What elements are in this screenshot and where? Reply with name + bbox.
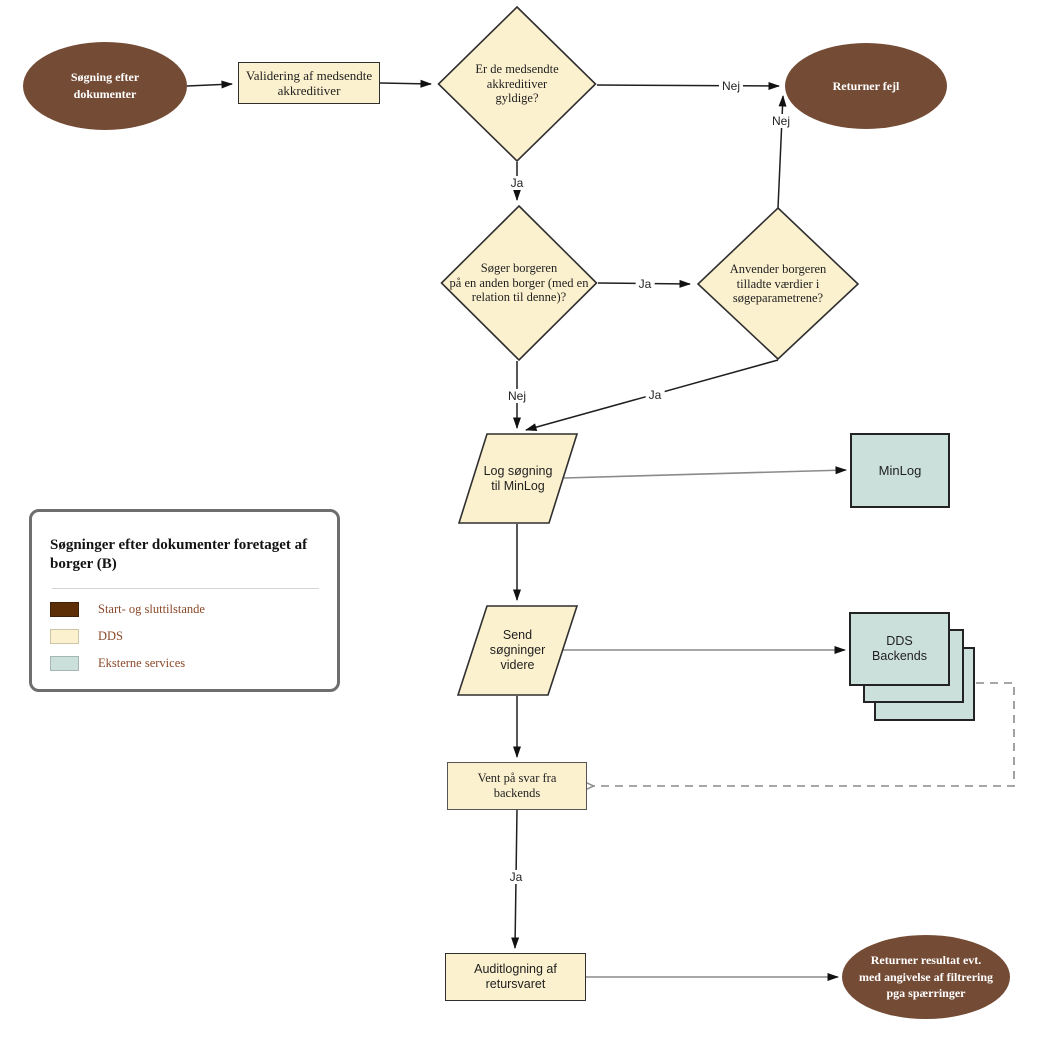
edge-d1-to-fejl (596, 81, 780, 90)
node-log-minlog-io: Log søgning til MinLog (458, 433, 578, 524)
parallelogram-shape (458, 433, 578, 524)
edge-label-nej-d3-fejl: Nej (768, 114, 794, 128)
node-wait-label: Vent på svar fra backends (477, 771, 557, 800)
legend-title: Søgninger efter dokumenter foretaget af … (50, 537, 308, 572)
node-log-minlog-label: Log søgning til MinLog (483, 463, 553, 493)
diamond-shape (696, 207, 860, 361)
node-decision-search-other-citizen: Søger borgeren på en anden borger (med e… (440, 205, 598, 361)
edge-label-ja-d2-d3: Ja (635, 277, 655, 291)
node-start-ellipse: Søgning efter dokumenter (23, 42, 187, 130)
legend-label-external: Eksterne services (98, 655, 186, 670)
edge-log-to-minlog (563, 466, 847, 479)
edge-d3-to-fejl (777, 95, 787, 209)
legend-item-external: Eksterne services (50, 655, 319, 671)
edge-label-nej-d2-log: Nej (504, 389, 530, 403)
node-decision-allowed-values-label: Anvender borgeren tilladte værdier i søg… (729, 261, 827, 306)
edge-label-ja-d1-d2: Ja (507, 176, 527, 190)
edge-validate-to-d1 (379, 79, 432, 88)
dds-backends-box-1: DDS Backends (849, 612, 950, 686)
edge-label-nej-d1-fejl: Nej (718, 79, 744, 93)
node-return-error-label: Returner fejl (832, 78, 900, 93)
node-return-error-ellipse: Returner fejl (785, 43, 947, 129)
node-audit-logging: Auditlogning af retursvaret (445, 953, 586, 1001)
node-send-queries-io: Send søgninger videre (457, 605, 578, 696)
edge-label-ja-vent-audit: Ja (506, 870, 526, 884)
legend-swatch-start-end (50, 601, 79, 617)
node-minlog-external: MinLog (850, 433, 950, 508)
node-dds-backends-stack: DDS Backends (849, 612, 976, 723)
node-decision-credentials-label: Er de medsendte akkreditiver gyldige? (475, 61, 559, 106)
legend-swatch-external (50, 655, 79, 671)
node-return-result-ellipse: Returner resultat evt. med angivelse af … (842, 935, 1010, 1019)
node-wait-for-backends: Vent på svar fra backends (447, 762, 587, 810)
diamond-shape (437, 6, 597, 162)
legend-swatch-dds (50, 628, 79, 644)
edge-dds-to-vent-dashed (593, 682, 1015, 786)
node-decision-credentials-valid: Er de medsendte akkreditiver gyldige? (437, 6, 597, 162)
node-validate-label: Validering af medsendte akkreditiver (245, 67, 373, 98)
node-decision-allowed-values: Anvender borgeren tilladte værdier i søg… (696, 207, 860, 361)
node-validate-process: Validering af medsendte akkreditiver (238, 62, 380, 104)
diamond-shape (440, 205, 598, 361)
legend-item-start-end: Start- og sluttilstande (50, 601, 319, 617)
legend-label-dds: DDS (98, 628, 124, 643)
edge-start-to-validate (186, 80, 233, 89)
legend-box: Søgninger efter dokumenter foretaget af … (29, 509, 340, 692)
node-decision-search-other-label: Søger borgeren på en anden borger (med e… (449, 260, 589, 305)
node-send-queries-label: Send søgninger videre (489, 628, 546, 672)
legend-label-start-end: Start- og sluttilstande (98, 601, 205, 616)
legend-divider (52, 587, 319, 589)
edge-label-ja-d3-log: Ja (645, 388, 665, 402)
parallelogram-shape (457, 605, 578, 696)
node-dds-backends-label: DDS Backends (872, 634, 927, 663)
node-minlog-label: MinLog (878, 462, 922, 478)
node-audit-label: Auditlogning af retursvaret (474, 962, 557, 991)
node-start-label: Søgning efter dokumenter (70, 70, 140, 101)
legend-item-dds: DDS (50, 628, 319, 644)
node-return-result-label: Returner resultat evt. med angivelse af … (858, 952, 994, 1001)
